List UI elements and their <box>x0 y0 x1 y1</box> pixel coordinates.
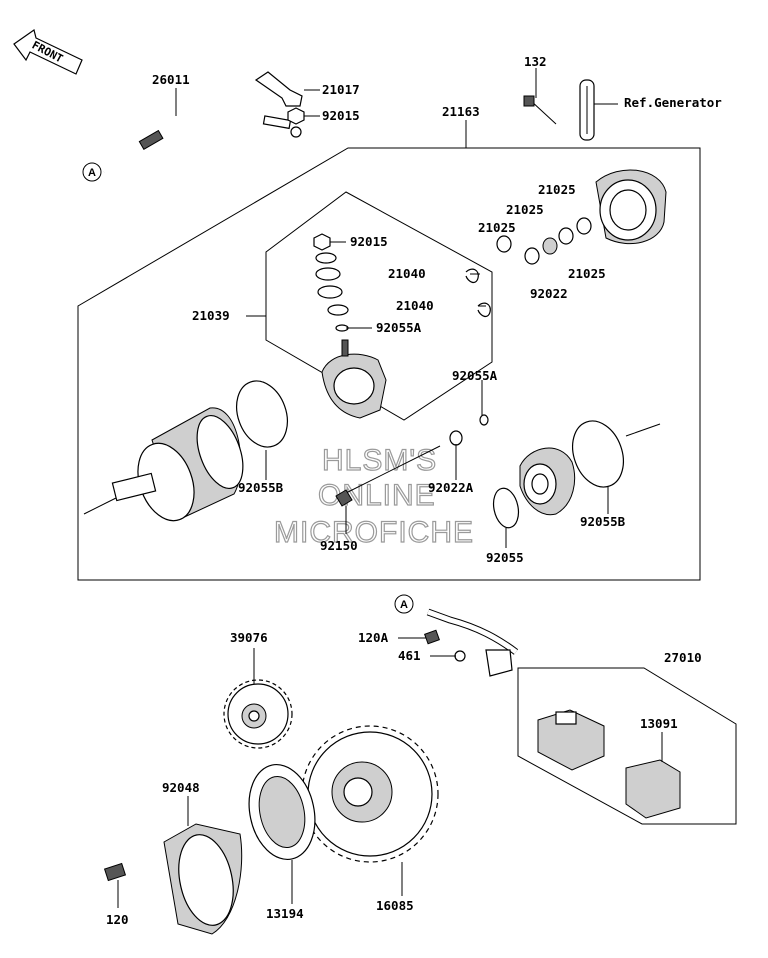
watermark-line-3: MICROFICHE <box>274 516 474 549</box>
label-ref-generator: Ref.Generator <box>624 95 722 110</box>
o-ring-right <box>572 420 624 488</box>
starter-clutch-gear-16085 <box>301 725 439 863</box>
label-120A: 120A <box>358 630 389 645</box>
starter-cable <box>102 109 302 174</box>
label-92150: 92150 <box>320 538 358 553</box>
label-92055: 92055 <box>486 550 524 565</box>
label-21163: 21163 <box>442 104 480 119</box>
lower-cable <box>426 608 519 677</box>
starter-assembly-frame <box>77 147 701 581</box>
generator-bracket <box>579 79 595 141</box>
relay-frame <box>517 667 737 825</box>
front-arrow-icon: FRONT <box>13 29 83 75</box>
part-labels: 26011 21017 92015 21163 132 Ref.Generato… <box>106 54 722 927</box>
starter-front-cover <box>519 447 576 516</box>
starter-end-cover <box>595 169 667 245</box>
label-92055A-a: 92055A <box>376 320 422 335</box>
label-13091: 13091 <box>640 716 678 731</box>
bolt-120A <box>424 629 440 645</box>
brush-spring-a <box>465 268 479 284</box>
label-26011: 26011 <box>152 72 190 87</box>
watermark: HLSM'S ONLINE MICROFICHE <box>273 443 474 549</box>
washer-92022A <box>449 430 463 446</box>
through-bolt <box>335 445 441 507</box>
bolt-120 <box>103 862 127 882</box>
label-132: 132 <box>524 54 547 69</box>
label-16085: 16085 <box>376 898 414 913</box>
terminal-cap <box>254 71 303 107</box>
washer-461 <box>454 650 466 662</box>
relay-cover <box>625 759 681 819</box>
label-21025-a: 21025 <box>538 182 576 197</box>
leader-lines <box>117 68 663 908</box>
ref-a-top-text: A <box>88 167 96 179</box>
starter-motor-yoke <box>83 407 244 522</box>
o-ring-92055 <box>492 487 520 529</box>
starter-relay <box>537 709 605 771</box>
label-120: 120 <box>106 912 129 927</box>
brush-holder <box>321 339 387 419</box>
label-21025-b: 21025 <box>506 202 544 217</box>
o-ring-left <box>236 380 288 448</box>
shim-5 <box>576 217 592 235</box>
label-92055A-b: 92055A <box>452 368 498 383</box>
watermark-line-2: ONLINE <box>318 479 436 512</box>
watermark-line-1: HLSM'S <box>322 444 437 477</box>
label-21025-d: 21025 <box>568 266 606 281</box>
o-ring-92055A <box>479 414 489 426</box>
one-way-clutch-13194 <box>248 763 316 861</box>
brush-spring-b <box>477 302 491 318</box>
terminal-nut-top <box>287 107 305 125</box>
ref-marker-a-top: A <box>82 162 102 182</box>
brush-holder-frame <box>265 191 493 421</box>
label-92015-mid: 92015 <box>350 234 388 249</box>
label-13194: 13194 <box>266 906 304 921</box>
label-92015-top: 92015 <box>322 108 360 123</box>
shim-2 <box>524 247 540 265</box>
label-92048: 92048 <box>162 780 200 795</box>
label-27010: 27010 <box>664 650 702 665</box>
label-92055B-a: 92055B <box>238 480 284 495</box>
label-92055B-b: 92055B <box>580 514 626 529</box>
label-21025-c: 21025 <box>478 220 516 235</box>
label-39076: 39076 <box>230 630 268 645</box>
label-461: 461 <box>398 648 421 663</box>
mounting-bolt-132 <box>523 95 557 125</box>
label-21017: 21017 <box>322 82 360 97</box>
label-21040-a: 21040 <box>388 266 426 281</box>
shim-1 <box>496 235 512 253</box>
label-21039: 21039 <box>192 308 230 323</box>
ref-a-bottom-text: A <box>400 599 408 611</box>
label-21040-b: 21040 <box>396 298 434 313</box>
ref-marker-a-bottom: A <box>394 594 414 614</box>
label-92022A: 92022A <box>428 480 474 495</box>
front-label: FRONT <box>30 38 66 65</box>
clutch-housing-92048 <box>163 823 243 935</box>
terminal-washers <box>313 233 349 332</box>
label-92022: 92022 <box>530 286 568 301</box>
idler-gear-39076 <box>223 679 293 749</box>
shim-4 <box>558 227 574 245</box>
shim-3 <box>542 237 558 255</box>
